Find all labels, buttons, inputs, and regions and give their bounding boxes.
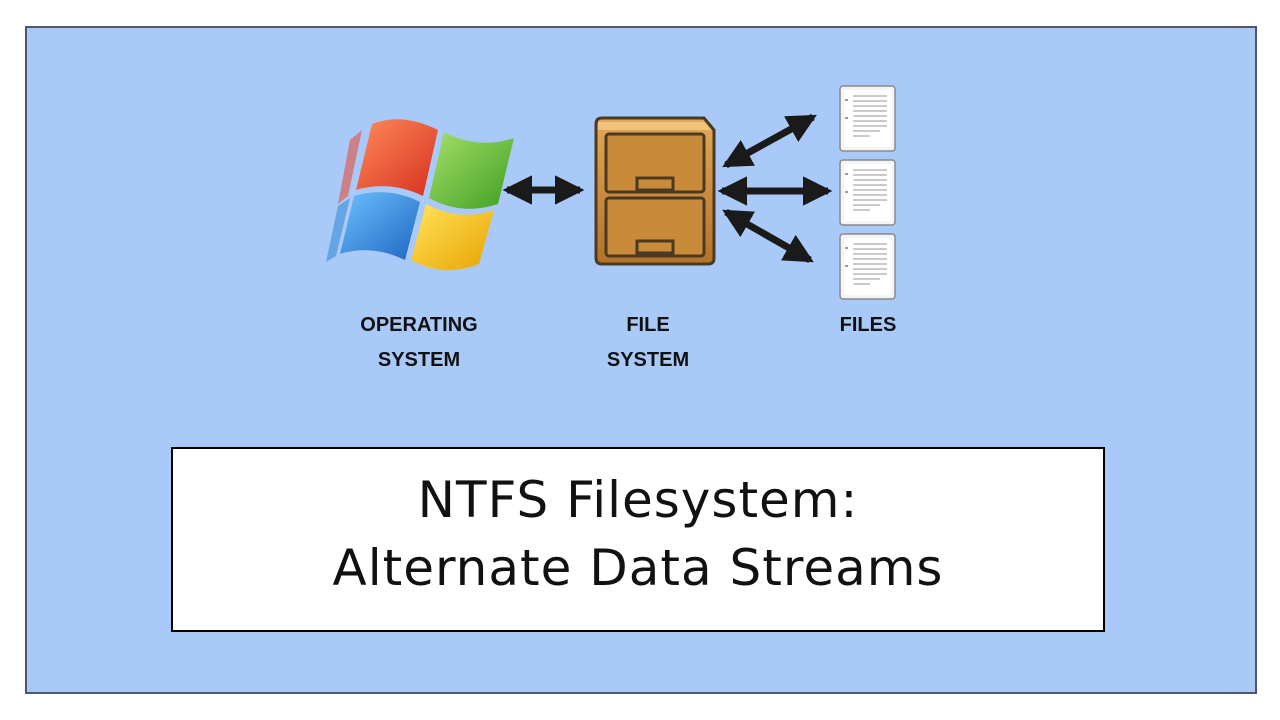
files-label: FILES bbox=[808, 308, 928, 343]
windows-flag-yellow bbox=[411, 204, 494, 271]
cabinet-drawer-bottom bbox=[604, 196, 706, 258]
operating-system-label-line2: SYSTEM bbox=[377, 349, 461, 371]
windows-flag-red bbox=[356, 119, 438, 196]
title-line-1: NTFS Filesystem: bbox=[417, 471, 859, 529]
title-box: NTFS Filesystem: Alternate Data Streams bbox=[171, 447, 1105, 632]
windows-streak bbox=[338, 130, 362, 204]
operating-system-label-line1: OPERATING bbox=[360, 314, 478, 336]
cabinet-top bbox=[598, 122, 711, 130]
cabinet-drawer-top bbox=[604, 132, 706, 194]
windows-flag-blue bbox=[340, 192, 420, 260]
file-system-label-line2: SYSTEM bbox=[606, 349, 690, 371]
document-icon bbox=[839, 159, 896, 226]
arrow-filesystem-file1 bbox=[722, 113, 817, 169]
arrow-filesystem-file3 bbox=[722, 208, 814, 264]
file-system-label: FILE SYSTEM bbox=[568, 308, 728, 378]
cabinet-handle-bottom bbox=[635, 239, 675, 255]
document-icon bbox=[839, 85, 896, 152]
windows-logo-icon bbox=[326, 119, 514, 271]
file-system-label-line1: FILE bbox=[626, 314, 670, 336]
operating-system-label: OPERATING SYSTEM bbox=[319, 308, 519, 378]
title-line-2: Alternate Data Streams bbox=[332, 539, 944, 597]
file-cabinet-icon bbox=[594, 116, 716, 266]
windows-streak bbox=[326, 198, 350, 262]
windows-flag-green bbox=[429, 132, 514, 209]
files-label-line1: FILES bbox=[839, 314, 897, 336]
document-icon bbox=[839, 233, 896, 300]
cabinet-handle-top bbox=[635, 176, 675, 192]
